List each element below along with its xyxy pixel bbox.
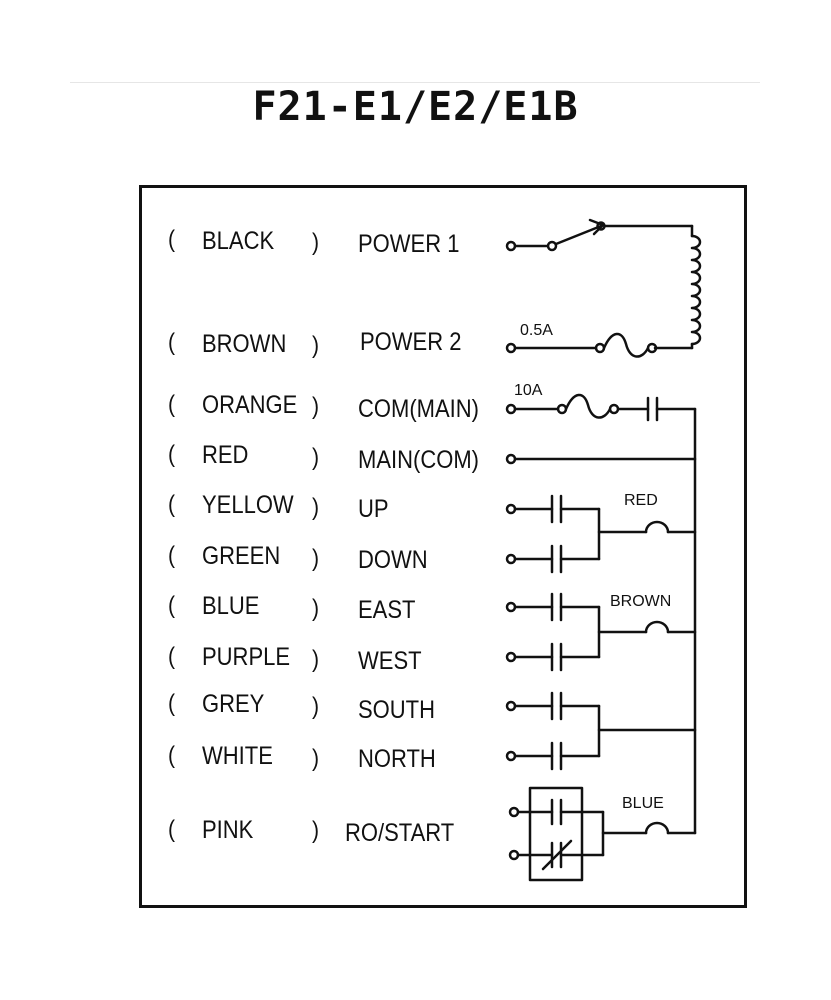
wire-color-label: RED: [202, 441, 249, 469]
function-label: COM(MAIN): [358, 395, 479, 423]
close-paren: ): [312, 494, 320, 521]
south-north-circuit: [505, 691, 697, 771]
close-paren: ): [312, 545, 320, 572]
coil-label: BLUE: [622, 795, 664, 812]
top-rule: [70, 82, 760, 83]
coil-icon: [644, 620, 670, 634]
coil-label: BROWN: [610, 593, 671, 610]
switch-arrow-icon: [588, 218, 605, 236]
close-paren: ): [312, 393, 320, 420]
close-paren: ): [312, 646, 320, 673]
power1-circuit: [505, 218, 702, 350]
open-paren: (: [168, 742, 176, 769]
close-paren: ): [312, 745, 320, 772]
wire-color-label: PURPLE: [202, 643, 291, 671]
fuse-icon: [564, 393, 612, 419]
coil-icon: [690, 234, 702, 346]
fuse-rating-label: 10A: [514, 382, 543, 399]
close-paren: ): [312, 332, 320, 359]
close-paren: ): [312, 595, 320, 622]
function-label: DOWN: [358, 546, 428, 574]
function-label: POWER 1: [358, 230, 460, 258]
wire-color-label: YELLOW: [202, 491, 294, 519]
wire-color-label: ORANGE: [202, 391, 298, 419]
wire-color-label: WHITE: [202, 742, 273, 770]
power2-circuit: 0.5A: [505, 322, 658, 358]
com-main-circuit: 10A: [505, 382, 697, 422]
wire-color-label: BROWN: [202, 330, 287, 358]
function-label: UP: [358, 495, 389, 523]
fuse-icon: [602, 332, 650, 358]
fuse-rating-label: 0.5A: [520, 322, 553, 339]
function-label: RO/START: [345, 819, 455, 847]
open-paren: (: [168, 491, 176, 518]
page-title: F21-E1/E2/E1B: [252, 84, 579, 130]
wire-color-label: GREY: [202, 690, 265, 718]
close-paren: ): [312, 817, 320, 844]
close-paren: ): [312, 444, 320, 471]
function-label: POWER 2: [360, 328, 462, 356]
open-paren: (: [168, 441, 176, 468]
start-circuit: BLUE: [508, 786, 697, 882]
coil-icon: [644, 520, 670, 534]
close-paren: ): [312, 229, 320, 256]
wire-color-label: BLACK: [202, 227, 275, 255]
function-label: WEST: [358, 647, 422, 675]
open-paren: (: [168, 542, 176, 569]
nc-contact-slash: [541, 839, 573, 871]
open-paren: (: [168, 226, 176, 253]
function-label: EAST: [358, 596, 416, 624]
switch-contact: [546, 240, 558, 252]
diagram-frame: [139, 185, 747, 908]
function-label: SOUTH: [358, 696, 435, 724]
east-west-circuit: BROWN: [505, 592, 697, 672]
close-paren: ): [312, 693, 320, 720]
open-paren: (: [168, 329, 176, 356]
coil-label: RED: [624, 492, 658, 509]
switch-blade: [554, 224, 603, 246]
up-down-circuit: RED: [505, 492, 697, 574]
function-label: NORTH: [358, 745, 436, 773]
open-paren: (: [168, 643, 176, 670]
open-paren: (: [168, 690, 176, 717]
function-label: MAIN(COM): [358, 446, 479, 474]
wire-color-label: GREEN: [202, 542, 281, 570]
coil-icon: [644, 821, 670, 835]
wire-color-label: BLUE: [202, 592, 260, 620]
open-paren: (: [168, 592, 176, 619]
open-paren: (: [168, 816, 176, 843]
main-com-circuit: [505, 453, 697, 465]
start-relay-box: [528, 786, 584, 882]
open-paren: (: [168, 391, 176, 418]
wire-color-label: PINK: [202, 816, 254, 844]
